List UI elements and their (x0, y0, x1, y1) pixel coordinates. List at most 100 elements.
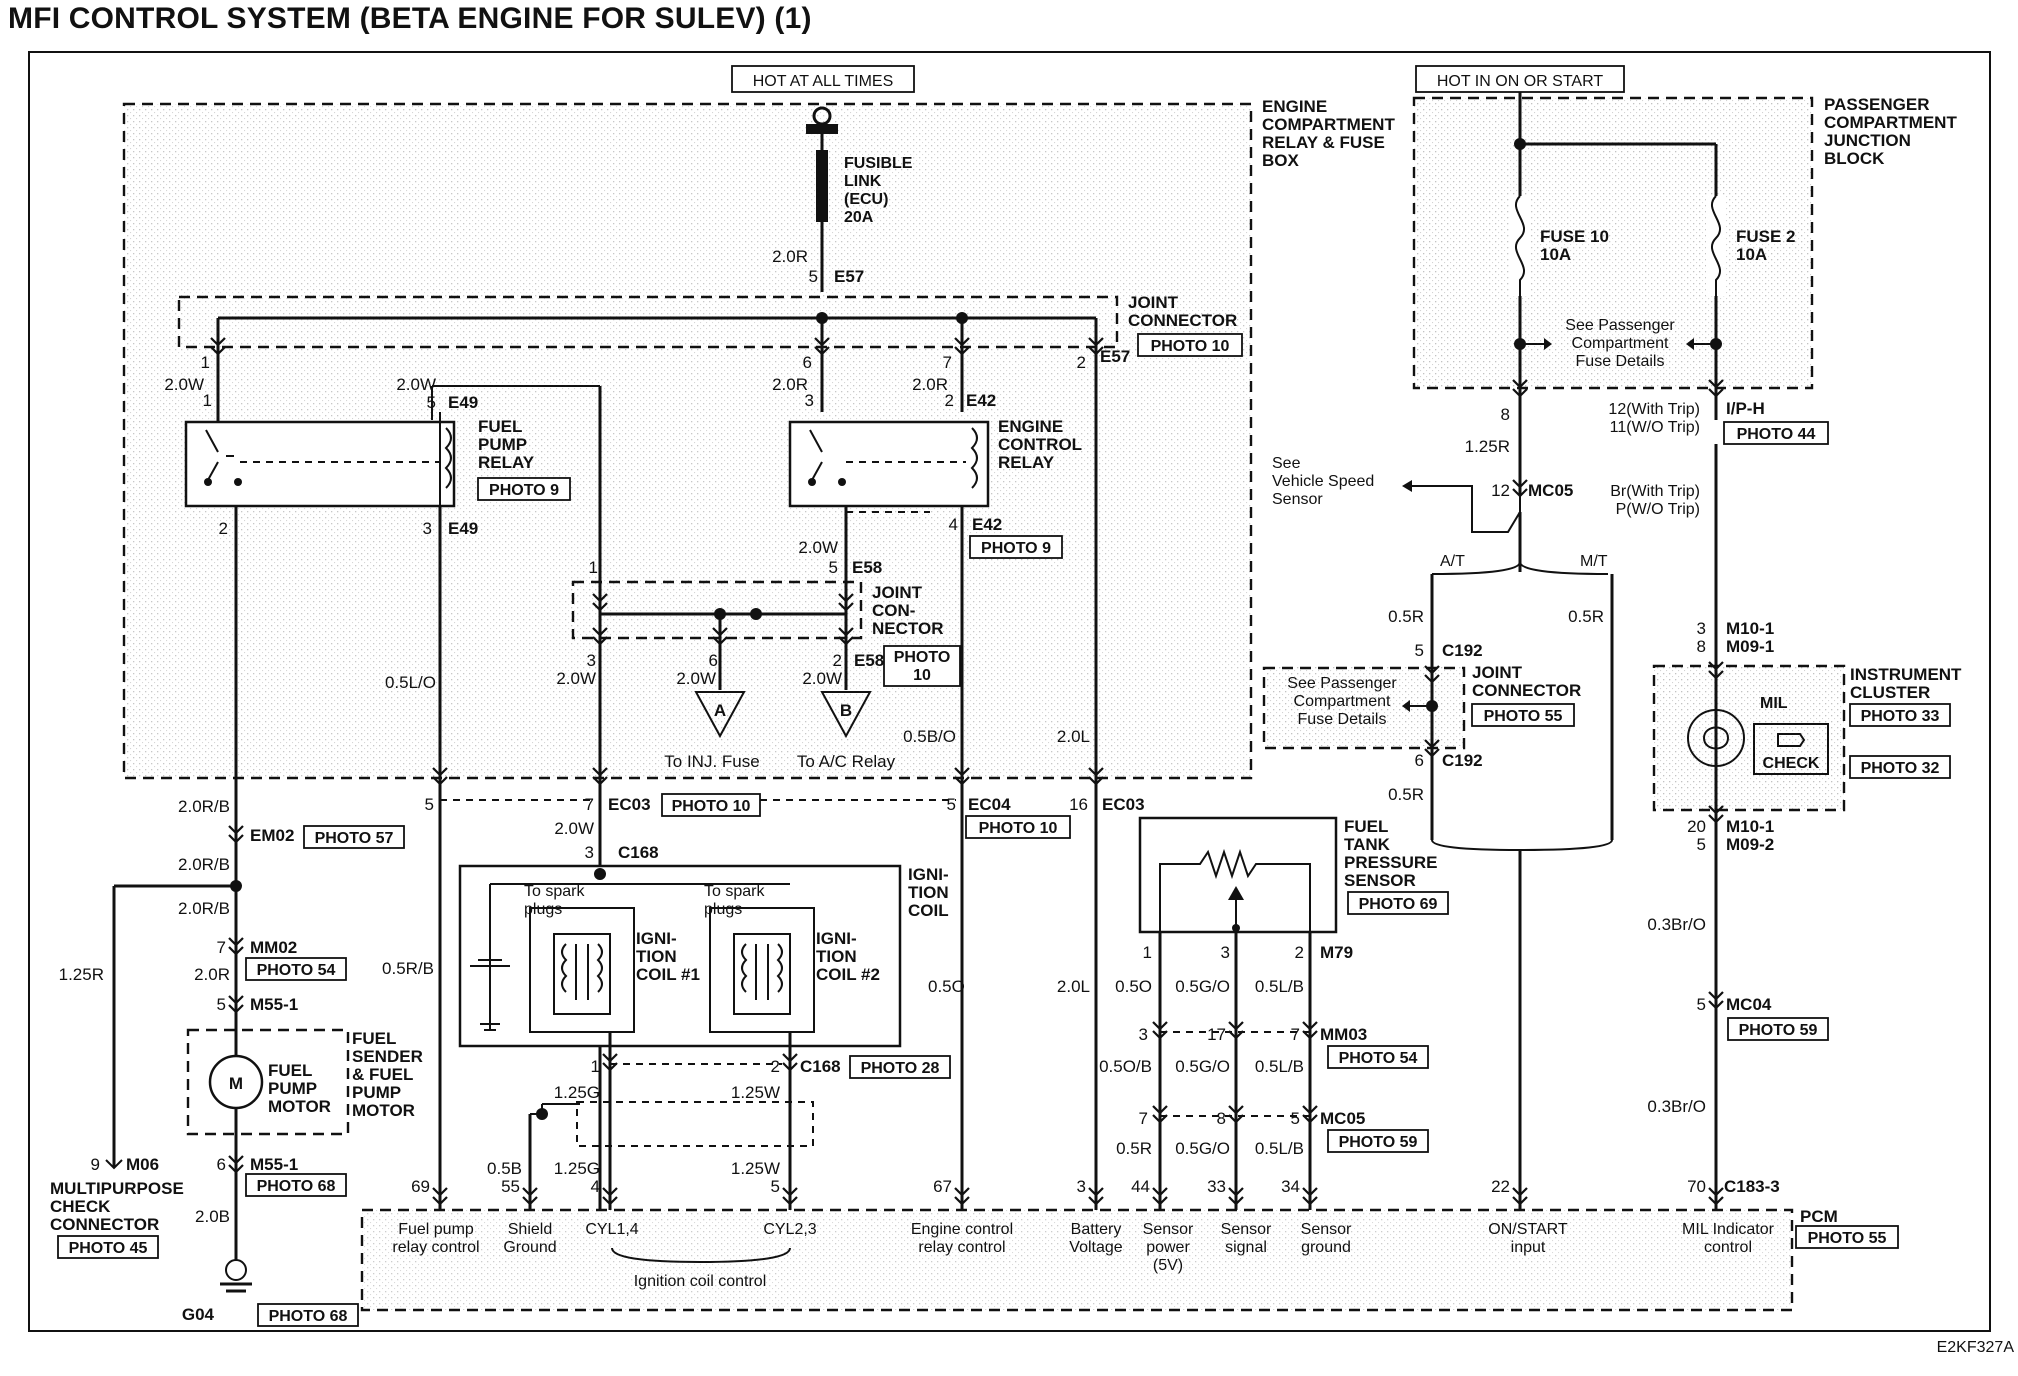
wire-2.0R-top: 2.0R (772, 247, 808, 266)
wire-label: 1.25R (59, 965, 104, 984)
joint-connector-mid-outline (571, 580, 863, 640)
instrument-cluster-outline (1652, 664, 1846, 812)
joint-connector-mid-label: NECTOR (872, 619, 943, 638)
wire-label: 0.5B/O (903, 727, 956, 746)
photo-tag: PHOTO 68 (257, 1178, 336, 1195)
fuel-pump-relay-label: RELAY (478, 453, 535, 472)
pin: 2 (1295, 943, 1304, 962)
photo-tag: PHOTO 9 (489, 482, 559, 499)
pcm-terminal-label: CYL1,4 (585, 1221, 638, 1238)
photo-tag: PHOTO 57 (315, 830, 394, 847)
joint-connector-top-label: JOINT (1128, 293, 1179, 312)
pin: 5 (771, 1177, 780, 1196)
photo-tag: PHOTO 55 (1808, 1230, 1887, 1247)
coil2-label: COIL #2 (816, 965, 880, 984)
motor-symbol: M (229, 1074, 243, 1093)
connector-m55-1: M55-1 (250, 995, 298, 1014)
see-pass-fuse-label: Compartment (1294, 693, 1391, 710)
photo-tag: PHOTO 55 (1484, 708, 1563, 725)
to-ac-relay-label: To A/C Relay (797, 752, 896, 771)
coil2-box (709, 907, 815, 1033)
photo-tag: PHOTO 45 (69, 1240, 148, 1257)
wire-label: 2.0R/B (178, 855, 230, 874)
pin: 5 (425, 795, 434, 814)
connector-e58: E58 (852, 558, 882, 577)
connector-m06: M06 (126, 1155, 159, 1174)
pin: 5 (829, 558, 838, 577)
ignition-coil-label: COIL (908, 901, 949, 920)
coil1-label: TION (636, 947, 677, 966)
pin: 8 (1501, 405, 1510, 424)
passenger-junction-label: JUNCTION (1824, 131, 1911, 150)
pin: 3 (1139, 1025, 1148, 1044)
wire-label: 0.5G/O (1175, 1139, 1230, 1158)
connector-ec03: EC03 (1102, 795, 1145, 814)
passenger-junction-label: COMPARTMENT (1824, 113, 1957, 132)
connector-mc05: MC05 (1320, 1109, 1365, 1128)
pcm-terminal-label: power (1146, 1239, 1190, 1256)
fuse2-label: 10A (1736, 245, 1767, 264)
fuel-pump-motor-label: FUEL (268, 1061, 312, 1080)
fuel-pump-relay-box (184, 420, 456, 508)
pin: 20 (1687, 817, 1706, 836)
fusible-link-icon (816, 150, 828, 222)
pin: 5 (809, 267, 818, 286)
wire-label: 1.25W (731, 1083, 780, 1102)
wire-label: 1.25G (554, 1083, 600, 1102)
joint-connector-right-outline (1262, 666, 1466, 750)
ignition-coil-label: TION (908, 883, 949, 902)
passenger-junction-label: PASSENGER (1824, 95, 1930, 114)
fuel-sender-label: & FUEL (352, 1065, 413, 1084)
pin: 7 (585, 795, 594, 814)
pin: 7 (1139, 1109, 1148, 1128)
pin: 1 (201, 353, 210, 372)
wire-label: 2.0W (396, 375, 436, 394)
coil1-box (529, 907, 635, 1033)
connector-e58: E58 (854, 651, 884, 670)
photo-tag: PHOTO 28 (861, 1060, 940, 1077)
ref-a-label: A (714, 701, 726, 720)
pcm-terminal-label: relay control (392, 1239, 479, 1256)
wire-label: 2.0L (1057, 727, 1090, 746)
pin: 5 (427, 393, 436, 412)
wire-label: 0.5G/O (1175, 977, 1230, 996)
pin: 5 (217, 995, 226, 1014)
see-pass-fuse-label: See Passenger (1565, 317, 1675, 334)
resistor-icon (1159, 848, 1311, 932)
wire-label: 0.5R (1568, 607, 1604, 626)
pcm-terminal-label: Ground (503, 1239, 556, 1256)
photo-tag: PHOTO 10 (672, 798, 751, 815)
connector-ec03: EC03 (608, 795, 651, 814)
pcm-outline (360, 1208, 1794, 1312)
wire-label: 2.0R/B (178, 797, 230, 816)
wire-label: 2.0R (772, 375, 808, 394)
connector-e49: E49 (448, 519, 478, 538)
vehicle-speed-label: Vehicle Speed (1272, 473, 1374, 490)
hot-in-on-label: HOT IN ON OR START (1437, 73, 1603, 90)
connector-c192: C192 (1442, 641, 1483, 660)
fusible-link-label-1: FUSIBLE (844, 155, 913, 172)
wire-label: 2.0W (556, 669, 596, 688)
ref-b-label: B (840, 701, 852, 720)
check-label: CHECK (1763, 755, 1820, 772)
joint-connector-top-label2: CONNECTOR (1128, 311, 1237, 330)
wire-label: 0.3Br/O (1647, 1097, 1706, 1116)
pin: 9 (91, 1155, 100, 1174)
joint-connector-right-label: JOINT (1472, 663, 1523, 682)
connector-e42: E42 (972, 515, 1002, 534)
pin: 4 (949, 515, 958, 534)
wire-label: 0.5O/B (1099, 1057, 1152, 1076)
joint-connector-right-label: CONNECTOR (1472, 681, 1581, 700)
pin: 6 (803, 353, 812, 372)
connector-e57b: E57 (1100, 347, 1130, 366)
wire-label: 1.25R (1465, 437, 1510, 456)
pcm-terminal-label: input (1511, 1239, 1546, 1256)
pin: 7 (217, 938, 226, 957)
at-label: A/T (1440, 553, 1465, 570)
fuel-sender-label: SENDER (352, 1047, 423, 1066)
connector-mm03: MM03 (1320, 1025, 1367, 1044)
pin: 33 (1207, 1177, 1226, 1196)
wire-label: 0.5R (1116, 1139, 1152, 1158)
to-spark-plugs-label: To spark (704, 883, 765, 900)
wire-label: 0.5O (928, 977, 965, 996)
